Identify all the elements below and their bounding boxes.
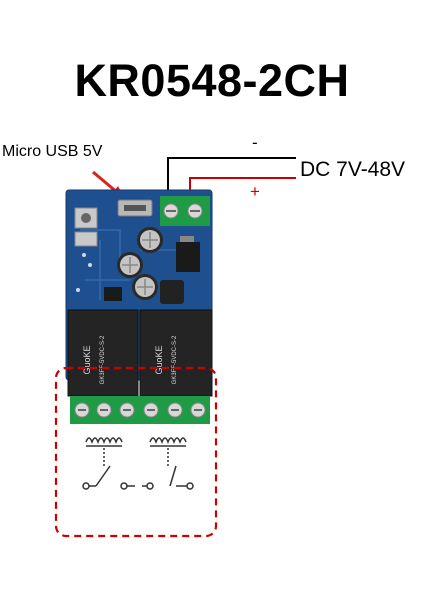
output-highlight-box — [54, 366, 218, 538]
capacitor-3 — [132, 274, 158, 300]
relay-switch-1-icon — [82, 448, 135, 490]
reset-button — [74, 207, 98, 247]
relay-2-brand: GuoKE — [154, 345, 164, 374]
relay-1-model: GK3FF-5VDC-S-2 — [100, 335, 106, 384]
relay-coil-1-icon — [85, 437, 123, 447]
relay-coil-2-icon — [149, 437, 187, 447]
page-title: KR0548-2CH — [74, 55, 350, 106]
ic-chip-small — [104, 287, 122, 301]
inductor — [160, 280, 184, 304]
dc-voltage-label: DC 7V-48V — [300, 158, 406, 181]
micro-usb-port — [117, 199, 153, 217]
capacitor-2 — [117, 252, 143, 278]
ic-chip — [176, 236, 200, 272]
positive-terminal-label: + — [250, 182, 260, 201]
micro-usb-label: Micro USB 5V — [2, 143, 103, 160]
relay-switch-2-icon — [142, 448, 194, 490]
capacitor-1 — [137, 227, 163, 253]
relay-1-brand: GuoKE — [82, 345, 92, 374]
dc-terminal-block — [160, 196, 210, 226]
relay-2-model: GK3FF-5VDC-S-2 — [172, 335, 178, 384]
relay-2 — [139, 309, 213, 397]
negative-terminal-label: - — [252, 133, 258, 152]
output-terminal-block — [70, 396, 210, 424]
relay-1 — [67, 309, 139, 397]
